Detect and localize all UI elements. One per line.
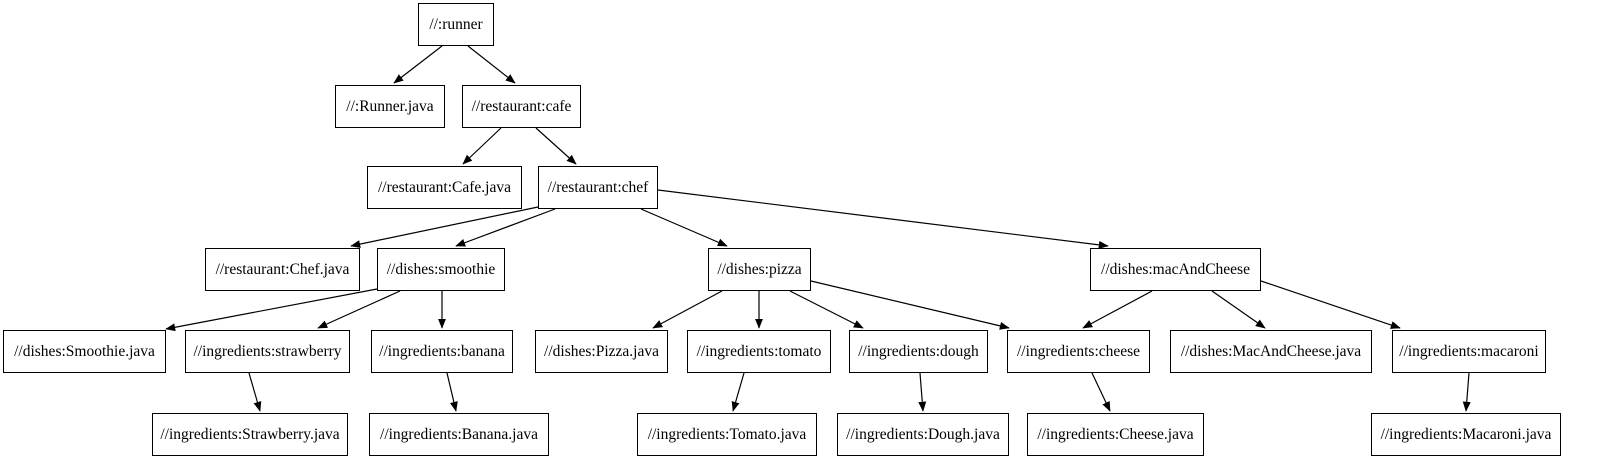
graph-edge-ing_banana-to-banana_java xyxy=(446,372,458,412)
graph-node-label: //ingredients:tomato xyxy=(696,342,822,360)
graph-node-label: //ingredients:cheese xyxy=(1016,342,1141,360)
graph-node-label: //restaurant:Cafe.java xyxy=(378,178,511,196)
graph-node-label: //dishes:smoothie xyxy=(386,260,496,278)
graph-edge-runner-to-runner_java xyxy=(393,45,443,84)
graph-node-label: //restaurant:cafe xyxy=(471,97,572,115)
graph-edge-ing_dough-to-dough_java xyxy=(918,372,927,412)
graph-node-label: //ingredients:strawberry xyxy=(193,342,342,360)
graph-edge-restaurant_chef-to-chef_java xyxy=(350,206,539,249)
graph-node-ing_strawberry[interactable]: //ingredients:strawberry xyxy=(185,330,350,373)
graph-node-label: //dishes:MacAndCheese.java xyxy=(1180,342,1362,360)
graph-edge-dishes_macandchee-to-ing_macaroni xyxy=(1260,280,1401,329)
graph-node-cafe_java[interactable]: //restaurant:Cafe.java xyxy=(367,166,522,209)
graph-node-ing_tomato[interactable]: //ingredients:tomato xyxy=(687,330,831,373)
graph-edge-dishes_pizza-to-pizza_java xyxy=(652,290,723,329)
graph-edge-dishes_smoothie-to-ing_strawberry xyxy=(317,290,401,329)
graph-node-label: //ingredients:macaroni xyxy=(1399,342,1539,360)
graph-edge-restaurant_cafe-to-restaurant_chef xyxy=(535,127,577,165)
graph-node-label: //dishes:Smoothie.java xyxy=(14,342,155,360)
graph-edge-dishes_macandchee-to-ing_cheese xyxy=(1082,290,1153,329)
graph-node-runner[interactable]: //:runner xyxy=(418,3,494,46)
graph-node-ing_macaroni[interactable]: //ingredients:macaroni xyxy=(1392,330,1546,373)
graph-edge-restaurant_cafe-to-cafe_java xyxy=(462,127,502,165)
graph-node-strawberry_java[interactable]: //ingredients:Strawberry.java xyxy=(152,413,348,456)
graph-node-label: //dishes:macAndCheese xyxy=(1101,260,1250,278)
graph-node-smoothie_java[interactable]: //dishes:Smoothie.java xyxy=(3,330,166,373)
graph-node-label: //:runner xyxy=(429,15,483,33)
graph-node-label: //ingredients:Banana.java xyxy=(380,425,538,443)
graph-node-label: //dishes:Pizza.java xyxy=(544,342,659,360)
graph-edge-restaurant_chef-to-dishes_pizza xyxy=(640,208,728,247)
graph-node-label: //ingredients:Cheese.java xyxy=(1037,425,1194,443)
graph-edge-ing_macaroni-to-macaroni_java xyxy=(1462,372,1471,412)
graph-node-label: //dishes:pizza xyxy=(717,260,802,278)
graph-node-macandcheese_java[interactable]: //dishes:MacAndCheese.java xyxy=(1170,330,1372,373)
graph-node-label: //ingredients:Dough.java xyxy=(846,425,1000,443)
graph-node-ing_banana[interactable]: //ingredients:banana xyxy=(371,330,513,373)
graph-node-label: //ingredients:Tomato.java xyxy=(647,425,807,443)
graph-node-dishes_smoothie[interactable]: //dishes:smoothie xyxy=(377,248,505,291)
graph-edge-restaurant_chef-to-dishes_smoothie xyxy=(455,208,556,247)
graph-node-macaroni_java[interactable]: //ingredients:Macaroni.java xyxy=(1371,413,1561,456)
graph-edge-ing_cheese-to-cheese_java xyxy=(1091,372,1111,412)
graph-node-pizza_java[interactable]: //dishes:Pizza.java xyxy=(535,330,668,373)
graph-edge-restaurant_chef-to-dishes_macandchee xyxy=(657,189,1109,249)
graph-node-dishes_pizza[interactable]: //dishes:pizza xyxy=(708,248,811,291)
graph-edge-dishes_smoothie-to-smoothie_java xyxy=(165,288,378,332)
graph-node-label: //ingredients:Strawberry.java xyxy=(160,425,340,443)
graph-node-label: //restaurant:Chef.java xyxy=(215,260,350,278)
graph-node-label: //ingredients:Macaroni.java xyxy=(1380,425,1552,443)
graph-edge-ing_strawberry-to-strawberry_java xyxy=(248,372,262,412)
graph-node-label: //restaurant:chef xyxy=(547,178,649,196)
graph-edge-runner-to-restaurant_cafe xyxy=(467,45,516,84)
graph-node-runner_java[interactable]: //:Runner.java xyxy=(335,85,445,128)
graph-node-label: //ingredients:banana xyxy=(379,342,505,360)
graph-edge-dishes_macandchee-to-macandcheese_java xyxy=(1211,290,1266,329)
graph-edge-ing_tomato-to-tomato_java xyxy=(731,372,745,412)
graph-node-ing_cheese[interactable]: //ingredients:cheese xyxy=(1007,330,1150,373)
graph-node-cheese_java[interactable]: //ingredients:Cheese.java xyxy=(1027,413,1204,456)
graph-node-label: //ingredients:dough xyxy=(858,342,979,360)
graph-edge-dishes_pizza-to-ing_dough xyxy=(789,290,864,329)
graph-node-dishes_macandchee[interactable]: //dishes:macAndCheese xyxy=(1090,248,1261,291)
graph-node-ing_dough[interactable]: //ingredients:dough xyxy=(849,330,988,373)
graph-node-dough_java[interactable]: //ingredients:Dough.java xyxy=(837,413,1009,456)
graph-node-restaurant_cafe[interactable]: //restaurant:cafe xyxy=(462,85,581,128)
graph-node-banana_java[interactable]: //ingredients:Banana.java xyxy=(369,413,549,456)
graph-edge-dishes_pizza-to-ing_cheese xyxy=(810,280,1010,330)
graph-node-tomato_java[interactable]: //ingredients:Tomato.java xyxy=(637,413,817,456)
graph-node-chef_java[interactable]: //restaurant:Chef.java xyxy=(205,248,360,291)
graph-node-restaurant_chef[interactable]: //restaurant:chef xyxy=(538,166,658,209)
graph-node-label: //:Runner.java xyxy=(346,97,434,115)
